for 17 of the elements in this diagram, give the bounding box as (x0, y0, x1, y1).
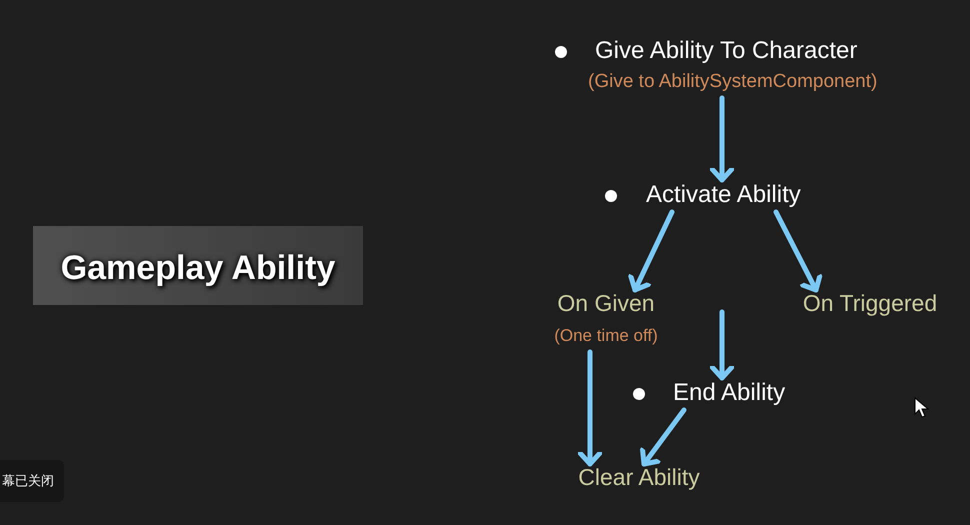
step-label: On Given (557, 290, 655, 318)
title-text: Gameplay Ability (60, 248, 336, 289)
arrow (578, 350, 602, 466)
arrow (640, 408, 686, 466)
step-note: (Give to AbilitySystemComponent) (588, 71, 878, 94)
step-label: On Triggered (802, 290, 938, 318)
title-panel (33, 226, 363, 305)
subtitle-status-toast: 幕已关闭 (0, 460, 64, 502)
step-label: Activate Ability (646, 181, 801, 210)
arrow (774, 210, 822, 292)
arrow (710, 310, 734, 380)
step-note: (One time off) (554, 326, 658, 346)
step-label: End Ability (673, 379, 786, 408)
step-label: Give Ability To Character (595, 37, 858, 66)
arrow (710, 96, 734, 182)
arrow (628, 210, 674, 292)
step-label: Clear Ability (578, 464, 700, 492)
